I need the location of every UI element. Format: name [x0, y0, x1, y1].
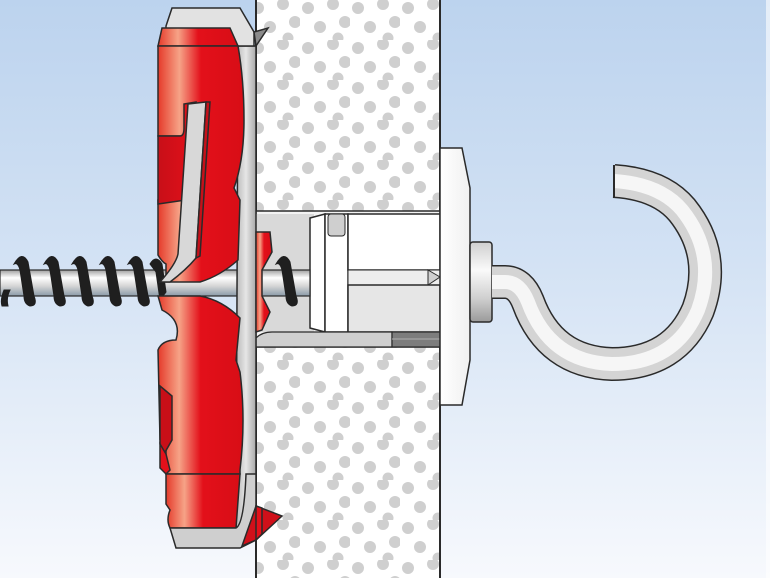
anchor-collar	[439, 147, 471, 406]
screw-threads	[0, 256, 298, 307]
anchor-sleeve	[255, 210, 441, 348]
anchor-body	[157, 7, 284, 549]
hook-screw	[469, 164, 723, 381]
